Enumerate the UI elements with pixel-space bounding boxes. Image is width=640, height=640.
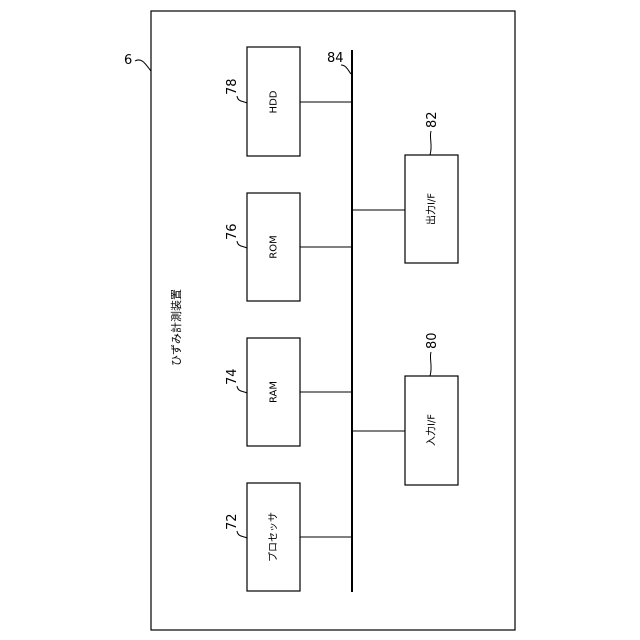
rom-label: ROM — [269, 235, 280, 258]
hdd-label: HDD — [269, 90, 280, 113]
input-if-ref-number: 80 — [425, 332, 440, 349]
processor-label: プロセッサ — [268, 512, 280, 562]
output-if-ref-leader — [430, 131, 431, 155]
ram-ref-leader — [237, 386, 247, 393]
bus-ref-leader — [341, 65, 351, 74]
ram-label: RAM — [269, 381, 280, 403]
device-ref-leader — [135, 60, 151, 71]
hdd-ref-leader — [237, 96, 247, 103]
processor-ref-number: 72 — [225, 513, 240, 530]
output-if-ref-number: 82 — [425, 111, 440, 128]
processor-ref-leader — [237, 531, 247, 538]
hdd-ref-number: 78 — [225, 78, 240, 95]
output-if-label: 出力I/F — [425, 193, 438, 225]
rom-ref-number: 76 — [225, 223, 240, 240]
device-ref-number: 6 — [124, 53, 132, 68]
rom-ref-leader — [237, 241, 247, 248]
bus-ref-number: 84 — [327, 51, 344, 66]
device-title: ひずみ計測装置 — [169, 289, 183, 366]
input-if-ref-leader — [430, 352, 431, 376]
input-if-label: 入力I/F — [425, 414, 438, 446]
ram-ref-number: 74 — [225, 368, 240, 385]
